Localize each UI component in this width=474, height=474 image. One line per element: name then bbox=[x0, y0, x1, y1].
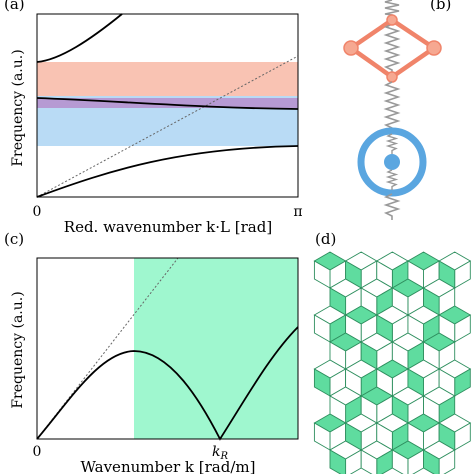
panel-a-top-band-curve bbox=[36, 13, 123, 63]
panel-a-axes-frame bbox=[36, 13, 299, 198]
rhombus-resonator bbox=[343, 14, 442, 83]
rhombus-joint-top bbox=[386, 14, 398, 26]
panel-a: (a) Frequency (a.u.) 0 π Red. wavenumber… bbox=[4, 0, 303, 236]
panel-c: (c) Frequency (a.u.) 0 kR Wavenumber k [… bbox=[4, 230, 299, 474]
rhombus-joint-right bbox=[426, 40, 442, 56]
tiling-rhombus bbox=[313, 368, 331, 397]
tiling-rhombus bbox=[391, 449, 409, 474]
spring-middle bbox=[383, 81, 401, 130]
panel-a-ylabel: Frequency (a.u.) bbox=[10, 49, 26, 166]
panel-d-label: (d) bbox=[315, 230, 336, 248]
rhombus-joint-left bbox=[343, 40, 359, 56]
panel-a-middle-band-curve bbox=[36, 97, 299, 110]
ring-resonator bbox=[357, 127, 427, 197]
inner-spring-upper bbox=[385, 133, 399, 154]
panel-a-gap-overlap bbox=[37, 98, 298, 108]
panel-c-shaded-band bbox=[134, 258, 298, 439]
panel-a-xtick-0: 0 bbox=[33, 204, 42, 220]
panel-d: (d) bbox=[313, 230, 472, 474]
panel-a-xlabel: Red. wavenumber k·L [rad] bbox=[64, 218, 272, 236]
inner-mass bbox=[384, 154, 400, 170]
tiling-rhombus bbox=[313, 422, 331, 451]
inner-spring-lower bbox=[385, 169, 399, 190]
tiling-rhombus bbox=[360, 449, 378, 474]
panel-a-acoustic-curve bbox=[36, 145, 299, 198]
panel-c-axes-frame bbox=[36, 257, 299, 440]
tiling-rhombus bbox=[423, 449, 440, 474]
outer-ring bbox=[357, 127, 427, 197]
rhombus-tiling bbox=[313, 251, 472, 474]
panel-a-label: (a) bbox=[4, 0, 25, 13]
panel-a-xtick-pi: π bbox=[293, 204, 302, 220]
panel-b: (b) bbox=[343, 0, 451, 220]
tiling-rhombus bbox=[313, 260, 331, 289]
panel-b-label: (b) bbox=[430, 0, 451, 13]
panel-c-xlabel: Wavenumber k [rad/m] bbox=[81, 458, 256, 474]
spring-bottom bbox=[383, 193, 401, 220]
panel-c-xtick-0: 0 bbox=[33, 444, 42, 460]
panel-c-label: (c) bbox=[4, 230, 24, 248]
tiling-rhombus bbox=[313, 314, 331, 343]
panel-c-dispersion-curve bbox=[36, 326, 299, 441]
tiling-rhombus bbox=[329, 449, 347, 474]
rhombus-joint-bottom bbox=[386, 71, 398, 83]
rhombus-inner-spring bbox=[383, 23, 401, 74]
panel-a-dashed-line bbox=[36, 55, 299, 198]
panel-c-ylabel: Frequency (a.u.) bbox=[10, 291, 26, 408]
